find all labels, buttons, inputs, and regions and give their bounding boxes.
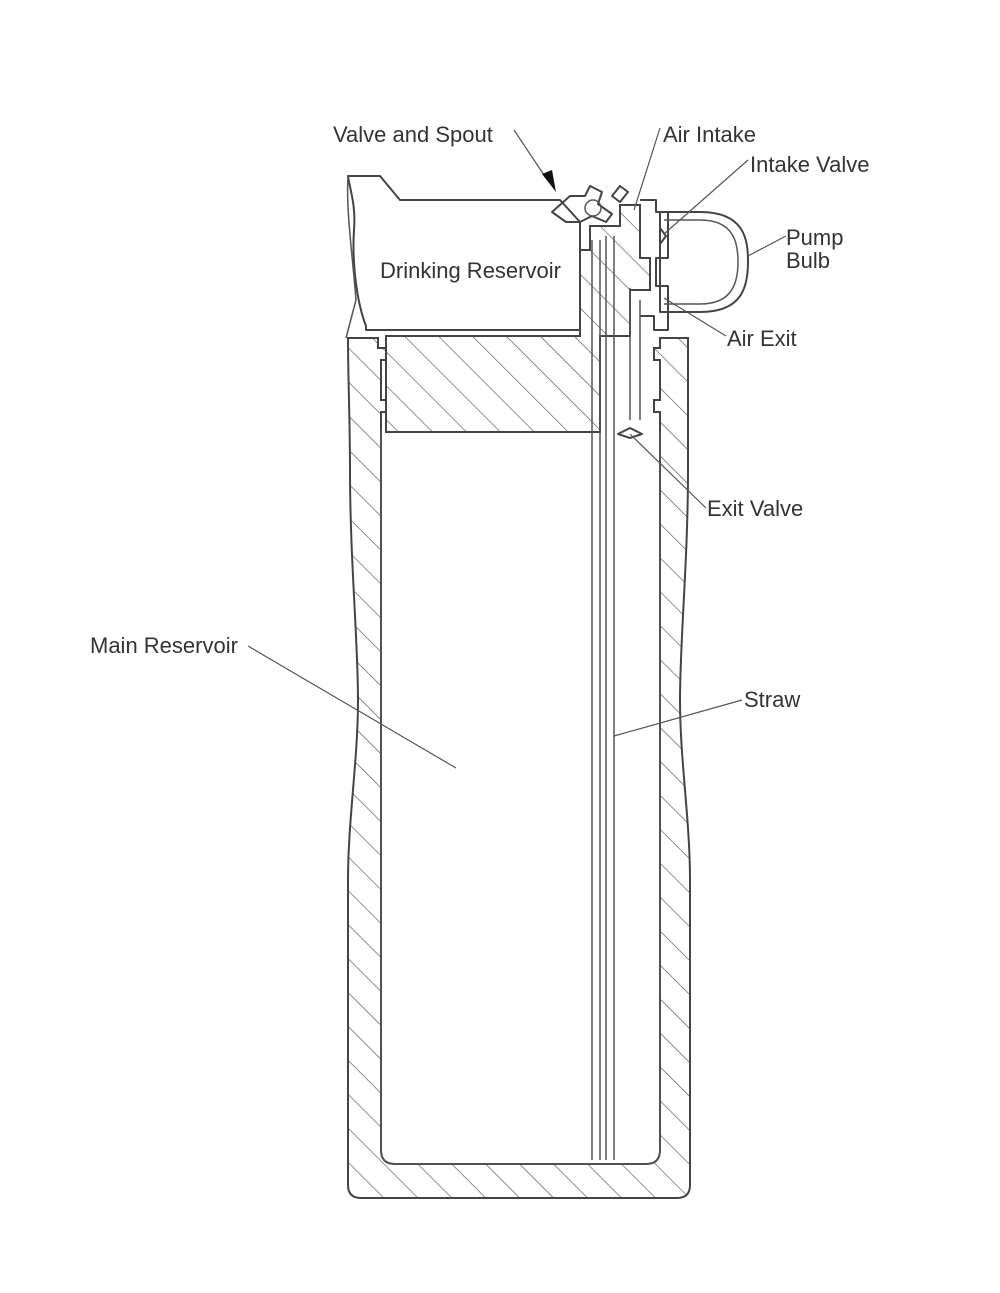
pump-bulb-shape — [659, 211, 749, 313]
pump-bulb-inner — [664, 219, 739, 305]
leader-lines — [247, 127, 787, 769]
pump-assembly — [629, 199, 749, 420]
bottle-wall — [346, 337, 691, 1199]
label-intake-valve: Intake Valve — [750, 152, 869, 177]
pump-housing — [640, 199, 669, 331]
drinking-reservoir-outline — [347, 175, 581, 331]
lid-block — [385, 204, 651, 433]
label-main-reservoir: Main Reservoir — [90, 633, 238, 658]
spout-body — [551, 185, 613, 223]
leader-main-reservoir — [247, 645, 457, 769]
leader-pump-bulb — [747, 235, 787, 257]
drinking-reservoir-lip — [345, 175, 357, 339]
straw — [591, 236, 615, 1160]
leader-exit-valve — [629, 433, 707, 509]
air-exit-channel — [629, 288, 641, 420]
labels: Valve and Spout Air Intake Intake Valve … — [90, 122, 869, 712]
valve-and-spout — [551, 185, 629, 223]
leader-straw — [613, 699, 743, 737]
label-pump-bulb-line1: Pump — [786, 225, 843, 250]
label-air-intake: Air Intake — [663, 122, 756, 147]
exit-valve — [617, 427, 643, 439]
leader-intake-valve — [663, 159, 749, 235]
label-air-exit: Air Exit — [727, 326, 797, 351]
leader-valve-and-spout — [513, 129, 547, 179]
valve-ball — [584, 199, 602, 217]
label-exit-valve: Exit Valve — [707, 496, 803, 521]
bottle-body — [346, 337, 691, 1199]
label-drinking-reservoir: Drinking Reservoir — [380, 258, 561, 283]
spout-tab — [611, 185, 629, 203]
leader-air-exit — [663, 297, 727, 337]
drinking-reservoir-chamber — [345, 175, 581, 339]
lid — [385, 204, 651, 433]
exit-valve-flap — [617, 427, 643, 439]
leader-arrowhead-icon — [542, 170, 556, 192]
label-pump-bulb-line2: Bulb — [786, 248, 830, 273]
inner-cavity — [380, 430, 661, 1165]
leader-air-intake — [633, 127, 661, 211]
label-valve-and-spout: Valve and Spout — [333, 122, 493, 147]
label-straw: Straw — [744, 687, 800, 712]
intake-valve-flap — [659, 227, 667, 245]
